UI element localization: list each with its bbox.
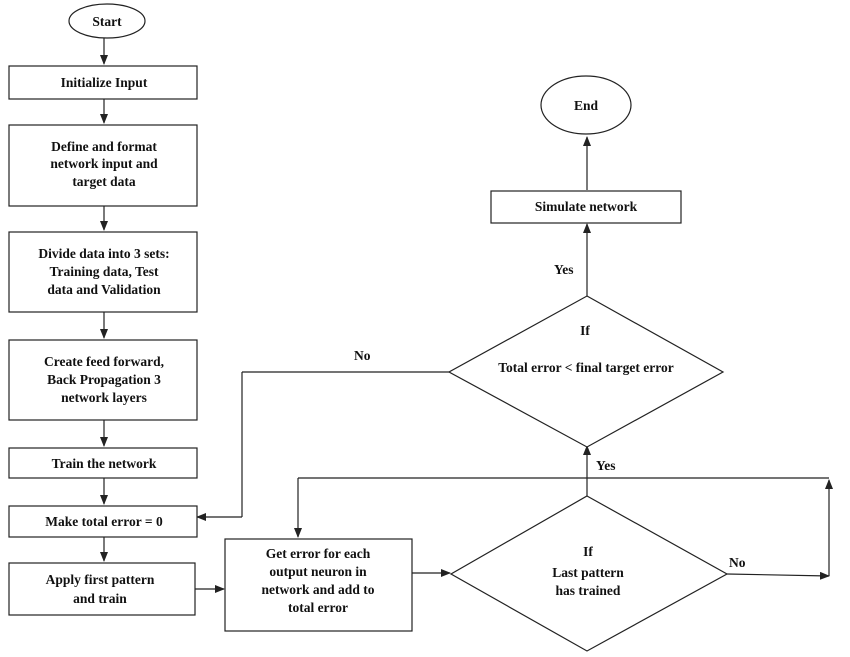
decision-total-condition: Total error < final target error — [498, 360, 674, 375]
end-label: End — [574, 98, 599, 113]
edge-label-last-yes: Yes — [596, 458, 616, 473]
initialize-label: Initialize Input — [61, 75, 148, 90]
labels: Start Initialize Input Define and format… — [38, 14, 745, 615]
decision-total-if: If — [580, 323, 590, 338]
train-box — [8, 447, 198, 479]
start-label: Start — [92, 14, 122, 29]
edge-label-total-no: No — [354, 348, 371, 363]
apply-label-line-1: Apply first pattern — [46, 572, 155, 587]
decision-last-pattern — [449, 495, 729, 652]
initialize-box — [8, 65, 198, 100]
divide-label-line-2: Training data, Test — [50, 264, 159, 279]
apply-box — [8, 562, 196, 616]
create-label-line-3: network layers — [61, 390, 147, 405]
apply-label-line-2: and train — [73, 591, 127, 606]
define-box — [8, 124, 198, 207]
get-error-label-line-1: Get error for each — [266, 546, 371, 561]
decision-last-line-3: has trained — [556, 583, 621, 598]
divide-label-line-1: Divide data into 3 sets: — [38, 246, 169, 261]
end-terminal — [540, 75, 632, 135]
decision-last-line-2: Last pattern — [552, 565, 624, 580]
define-label-line-2: network input and — [50, 156, 158, 171]
divide-label-line-3: data and Validation — [47, 282, 161, 297]
define-label-line-3: target data — [72, 174, 136, 189]
get-error-label-line-3: network and add to — [262, 582, 375, 597]
make-error-label: Make total error = 0 — [45, 514, 163, 529]
connectors — [100, 38, 833, 593]
create-label-line-1: Create feed forward, — [44, 354, 164, 369]
start-terminal — [68, 3, 146, 39]
make-error-box — [8, 505, 198, 538]
decision-last-if: If — [583, 544, 593, 559]
arrow-last-no-right — [726, 571, 830, 580]
train-label: Train the network — [52, 456, 157, 471]
simulate-box — [490, 190, 682, 224]
create-label-line-2: Back Propagation 3 — [47, 372, 161, 387]
define-label-line-1: Define and format — [51, 139, 157, 154]
get-error-box — [224, 538, 413, 632]
create-box — [8, 339, 198, 421]
get-error-label-line-4: total error — [288, 600, 348, 615]
divide-box — [8, 231, 198, 313]
shapes — [8, 3, 729, 652]
edge-label-total-yes: Yes — [554, 262, 574, 277]
get-error-label-line-2: output neuron in — [269, 564, 367, 579]
decision-total-error — [447, 295, 725, 448]
edge-label-last-no: No — [729, 555, 746, 570]
simulate-label: Simulate network — [535, 199, 638, 214]
